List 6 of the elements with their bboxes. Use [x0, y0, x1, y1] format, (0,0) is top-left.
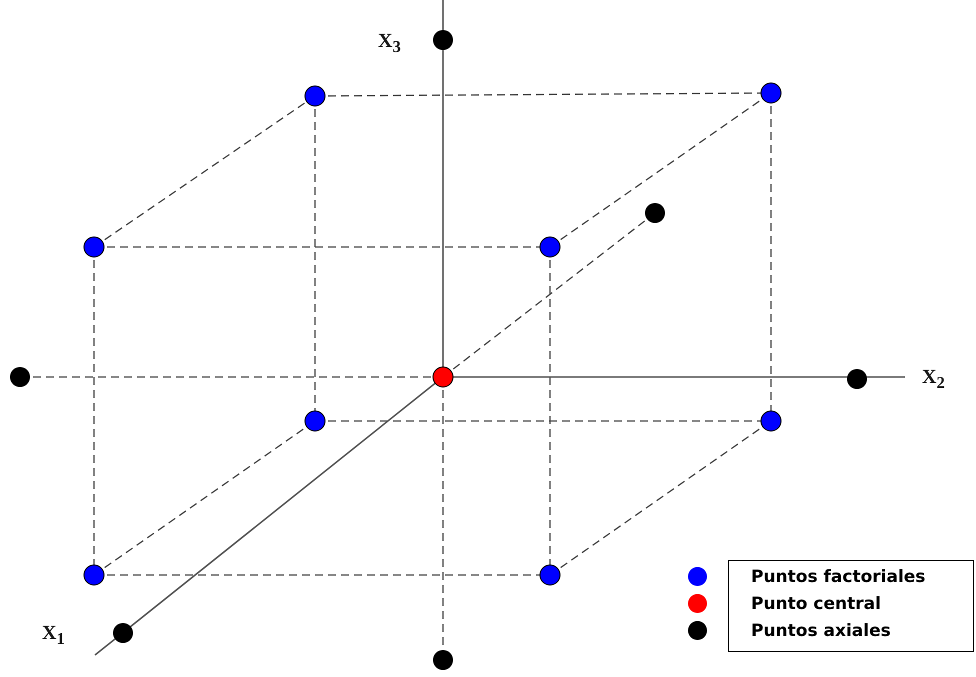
legend-text: Punto central	[751, 594, 881, 614]
axis-label: X$_{2}$	[922, 366, 945, 393]
axis-label: X$_{3}$	[378, 30, 401, 57]
axis-label: X$_{1}$	[42, 622, 65, 649]
legend-text: Puntos factoriales	[751, 567, 926, 587]
legend-text: Puntos axiales	[751, 621, 891, 641]
